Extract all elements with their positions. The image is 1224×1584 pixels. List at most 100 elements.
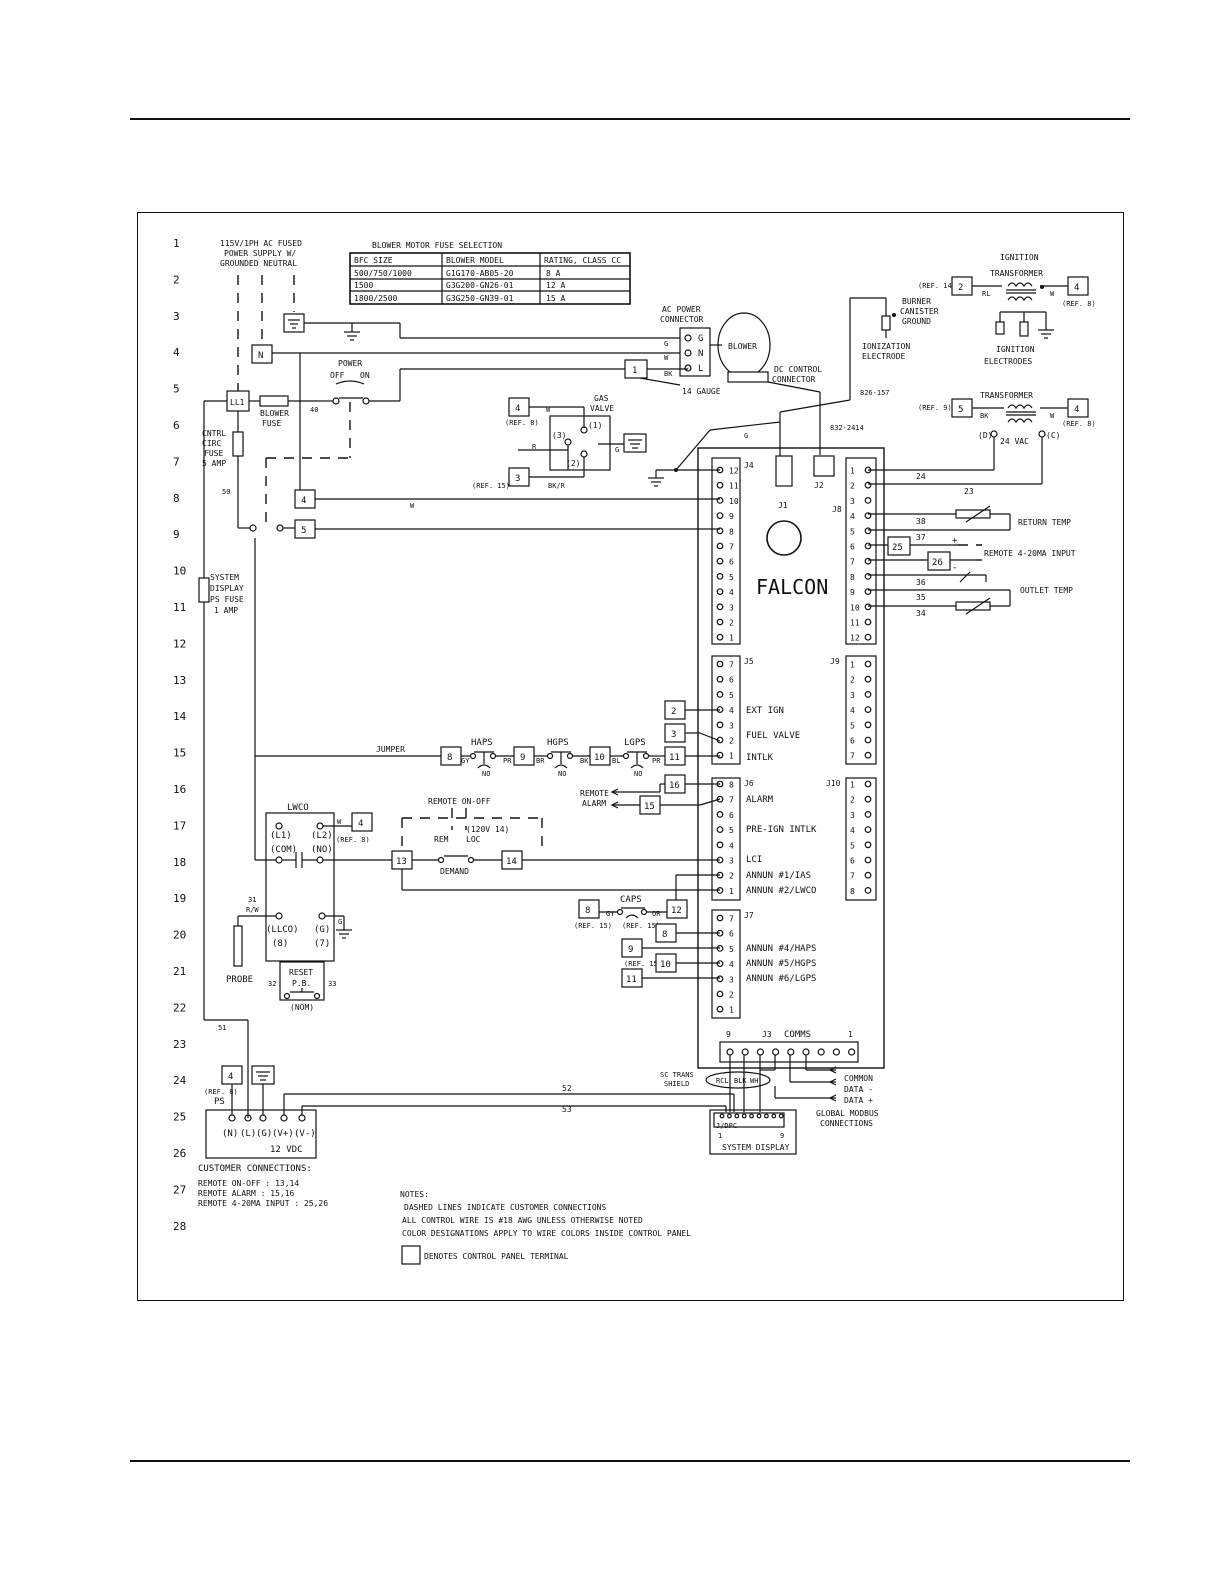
- terminal-pin: [716, 914, 724, 922]
- terminal-pin: [716, 1005, 724, 1013]
- svg-text:ON: ON: [360, 371, 370, 380]
- svg-text:3: 3: [515, 474, 520, 484]
- svg-text:CONNECTOR: CONNECTOR: [772, 375, 816, 384]
- terminal-pin-number: 6: [729, 811, 734, 820]
- terminal-pin: [864, 618, 872, 626]
- cntrl-circ-fuse: [232, 431, 244, 457]
- terminal-pin-number: 7: [850, 752, 855, 761]
- svg-text:1: 1: [632, 366, 637, 376]
- v120-label: (120V 14): [466, 825, 509, 834]
- terminal-pin-number: 3: [729, 975, 734, 984]
- terminal-pin: [716, 557, 724, 565]
- comms-pin: [741, 1048, 749, 1056]
- svg-text:(REF. 15): (REF. 15): [622, 922, 660, 930]
- terminal-pin-number: 3: [729, 603, 734, 612]
- j6-pin-label: ANNUN #2/LWCO: [746, 886, 816, 896]
- svg-text:4: 4: [301, 496, 306, 506]
- svg-text:J5: J5: [744, 657, 754, 666]
- row-number: 8: [173, 492, 180, 505]
- display-pin: [741, 1113, 747, 1119]
- terminal-pin-number: 1: [729, 634, 734, 643]
- lwco-label: LWCO: [287, 803, 309, 813]
- terminal-pin: [716, 497, 724, 504]
- terminal-pin-number: 4: [850, 512, 855, 521]
- svg-text:4: 4: [358, 819, 363, 829]
- display-pin: [756, 1113, 762, 1119]
- svg-text:2: 2: [958, 283, 963, 293]
- svg-text:WH: WH: [750, 1077, 758, 1085]
- power-supply-module: [205, 1109, 317, 1159]
- note-line: COLOR DESIGNATIONS APPLY TO WIRE COLORS …: [402, 1229, 691, 1238]
- terminal-pin-number: 2: [729, 619, 734, 628]
- reset-pushbutton[interactable]: [279, 961, 325, 1001]
- svg-text:GY: GY: [606, 910, 615, 918]
- supply-note-line: GROUNDED NEUTRAL: [220, 259, 297, 268]
- svg-text:24: 24: [916, 472, 926, 481]
- terminal-pin-number: 4: [850, 826, 855, 835]
- neutral-terminal: [251, 344, 273, 364]
- comms-pin: [817, 1048, 825, 1056]
- svg-text:(REF. 15): (REF. 15): [624, 960, 662, 968]
- terminal-pin-number: 5: [729, 945, 734, 954]
- svg-text:BLK: BLK: [734, 1077, 747, 1085]
- terminal-pin-number: 4: [729, 706, 734, 715]
- terminal-pin-number: 7: [729, 543, 734, 552]
- lwco-module: [265, 812, 335, 962]
- svg-text:32: 32: [268, 980, 276, 988]
- svg-text:-: -: [952, 563, 957, 573]
- svg-text:(1): (1): [588, 421, 602, 430]
- return-temp-label: RETURN TEMP: [1018, 518, 1071, 527]
- svg-text:9: 9: [780, 1132, 784, 1140]
- svg-text:(C): (C): [1046, 431, 1060, 440]
- svg-text:OR: OR: [652, 910, 661, 918]
- terminal-pin: [716, 691, 724, 698]
- svg-text:G: G: [615, 446, 619, 454]
- row-number: 2: [173, 273, 180, 286]
- svg-text:LL1: LL1: [230, 398, 245, 407]
- terminal-pin-number: 7: [850, 872, 855, 881]
- fuse-table-header: RATING, CLASS CC: [544, 256, 621, 265]
- dc-control-connector-label: DC CONTROL: [774, 365, 822, 374]
- row-number: 7: [173, 455, 180, 468]
- fuse-table-cell: G3G250-GN39-01: [446, 294, 514, 303]
- comms-pin: [787, 1048, 795, 1056]
- svg-text:(REF. 15): (REF. 15): [574, 922, 612, 930]
- supply-note-line: POWER SUPPLY W/: [224, 249, 296, 258]
- svg-text:50: 50: [222, 488, 230, 496]
- blower-fuse: [259, 395, 289, 407]
- fuse-table-cell: 15 A: [546, 294, 565, 303]
- svg-text:BR: BR: [536, 757, 545, 765]
- display-pin: [771, 1113, 777, 1119]
- svg-text:(COM): (COM): [270, 845, 297, 855]
- terminal-pin: [864, 481, 872, 489]
- diagram-frame: [137, 212, 1124, 1301]
- svg-text:5: 5: [958, 405, 963, 415]
- terminal-pin-number: 8: [729, 781, 734, 790]
- svg-text:(REF. 14): (REF. 14): [918, 282, 956, 290]
- svg-text:CANISTER: CANISTER: [900, 307, 939, 316]
- svg-text:(REF. 15): (REF. 15): [472, 482, 510, 490]
- notes-title: NOTES:: [400, 1190, 429, 1199]
- demand-label: DEMAND: [440, 867, 469, 876]
- svg-text:BK/R: BK/R: [548, 482, 566, 490]
- j6-terminal-strip: [711, 777, 741, 901]
- terminal-pin-number: 6: [729, 558, 734, 567]
- svg-text:(NO): (NO): [311, 845, 333, 855]
- svg-text:2: 2: [671, 707, 676, 717]
- note-line: ALL CONTROL WIRE IS #18 AWG UNLESS OTHER…: [402, 1216, 643, 1225]
- j8-terminal-strip: [845, 457, 877, 645]
- comms-label: COMMS: [784, 1030, 811, 1040]
- terminal-pin-number: 11: [850, 619, 860, 628]
- svg-text:PR: PR: [652, 757, 661, 765]
- terminal-pin-number: 8: [729, 527, 734, 536]
- terminal-pin: [864, 527, 872, 535]
- terminal-pin: [864, 633, 872, 641]
- svg-text:PR: PR: [503, 757, 512, 765]
- svg-text:W: W: [337, 818, 342, 826]
- svg-text:J2: J2: [814, 481, 824, 490]
- svg-text:TRANSFORMER: TRANSFORMER: [990, 269, 1043, 278]
- row-number: 14: [173, 710, 187, 723]
- display-port-icon: [766, 520, 802, 556]
- svg-text:8: 8: [662, 930, 667, 940]
- svg-text:36: 36: [916, 578, 926, 587]
